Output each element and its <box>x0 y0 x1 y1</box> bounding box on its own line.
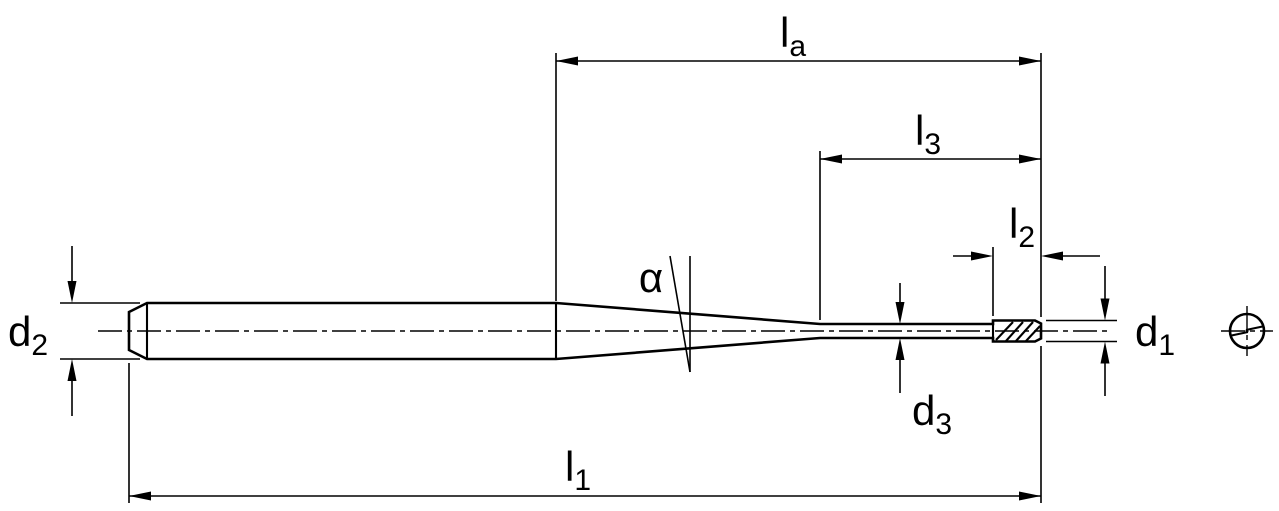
dimension-label-d3: d3 <box>912 387 952 441</box>
tool-side-view <box>127 301 1043 361</box>
dimension-label-l2: l2 <box>1009 200 1035 254</box>
dimension-alpha: α <box>639 254 691 373</box>
dimension-label-la: la <box>780 9 806 63</box>
dimension-d2: d2 <box>8 246 140 416</box>
d1-arrow-bottom <box>1100 341 1110 364</box>
dimension-label-alpha: α <box>639 254 663 301</box>
dimension-label-d1: d1 <box>1135 308 1175 362</box>
alpha-leg-slanted <box>669 255 691 373</box>
d3-arrow-bottom <box>895 338 905 360</box>
la-arrow-right <box>1019 56 1041 66</box>
dimension-d3: d3 <box>895 283 952 441</box>
l1-arrow-left <box>129 491 151 501</box>
l3-arrow-right <box>1019 154 1041 164</box>
dimension-l1: l1 <box>128 346 1042 503</box>
la-arrow-left <box>556 56 578 66</box>
dimension-l3: l3 <box>819 107 1041 320</box>
tool-end-view <box>1221 306 1273 356</box>
d2-arrow-bottom <box>67 359 77 381</box>
dimension-label-l1: l1 <box>565 443 591 497</box>
dimension-l2: l2 <box>953 200 1100 316</box>
dimension-label-d2: d2 <box>8 308 48 362</box>
l2-arrow-left <box>971 251 993 261</box>
d2-arrow-top <box>67 281 77 303</box>
end-view-circle <box>1228 312 1266 350</box>
d3-arrow-top <box>895 302 905 324</box>
dimension-la: la <box>555 9 1042 317</box>
dimension-d1: d1 <box>1046 266 1175 396</box>
dimension-label-l3: l3 <box>915 107 941 161</box>
end-view-flute-edges <box>1231 325 1263 337</box>
l3-arrow-left <box>820 154 842 164</box>
flute-lines <box>995 321 1041 342</box>
l2-arrow-right <box>1041 251 1063 261</box>
l1-arrow-right <box>1019 491 1041 501</box>
d1-arrow-top <box>1100 298 1110 321</box>
tool-outline <box>127 301 1043 361</box>
